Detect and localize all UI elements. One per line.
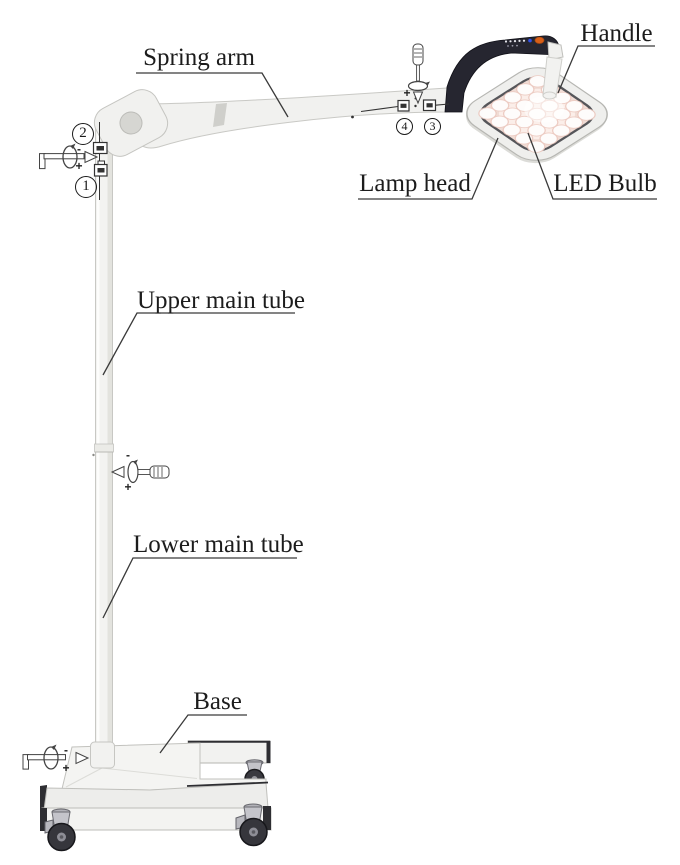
callout-screw-2: 2 — [72, 123, 94, 145]
label-handle: Handle — [580, 20, 653, 47]
caster-wheel-left — [44, 808, 76, 852]
lamp-head — [466, 67, 608, 164]
handle[interactable] — [542, 41, 564, 100]
label-led-bulb: LED Bulb — [553, 170, 657, 197]
leader-base — [159, 714, 247, 754]
power-button[interactable] — [534, 36, 545, 44]
direction-arrow-icon — [412, 91, 424, 105]
label-lower-main-tube: Lower main tube — [133, 531, 304, 558]
label-base: Base — [193, 688, 242, 715]
leader-led-bulb — [527, 132, 657, 200]
label-upper-main-tube: Upper main tube — [137, 287, 306, 314]
adjust-screws-right — [360, 97, 450, 113]
screwdriver-icon: - + — [110, 448, 170, 494]
base-assembly — [40, 740, 272, 852]
callout-screw-4: 4 — [396, 118, 413, 135]
leader-upper-main-tube — [102, 312, 295, 376]
pivot-joint — [93, 89, 169, 157]
screwdriver-icon: + — [403, 43, 430, 105]
direction-arrow-icon — [110, 465, 125, 479]
label-lamp-head: Lamp head — [359, 170, 471, 197]
tighten-mark: + — [75, 159, 82, 173]
leader-lamp-head — [358, 137, 499, 200]
callout-screw-3: 3 — [424, 118, 441, 135]
leader-lower-main-tube — [102, 557, 297, 619]
adjust-screw-4[interactable] — [397, 99, 410, 112]
label-spring-arm: Spring arm — [143, 44, 255, 71]
control-panel — [504, 36, 545, 47]
rotation-arrow-icon — [407, 80, 429, 92]
allen-key-icon: - + — [39, 142, 99, 173]
indicator-light — [528, 38, 532, 43]
adjust-screw-3[interactable] — [422, 99, 437, 112]
adjust-screws-left — [92, 122, 108, 200]
base-front-face — [43, 782, 269, 811]
allen-key-icon: - + — [22, 743, 90, 775]
loosen-mark: - — [77, 142, 81, 156]
adjust-screw-1[interactable] — [93, 160, 108, 177]
tighten-mark: + — [403, 86, 410, 100]
yoke-arm — [444, 35, 560, 113]
direction-arrow-icon — [84, 150, 99, 164]
tighten-mark: + — [62, 761, 69, 775]
leader-lines — [102, 45, 657, 754]
led-array — [478, 75, 596, 153]
loosen-mark: - — [126, 448, 130, 462]
arm-ring — [213, 103, 227, 127]
main-tube — [92, 127, 114, 749]
tube-joint — [92, 443, 114, 457]
callout-screw-1: 1 — [75, 176, 97, 198]
loosen-mark: - — [64, 743, 68, 757]
direction-arrow-icon — [75, 751, 90, 765]
leader-handle — [557, 45, 655, 94]
caster-wheel-right — [235, 803, 268, 847]
adjust-screw-2[interactable] — [92, 141, 108, 155]
spring-arm — [137, 87, 448, 149]
leader-spring-arm — [136, 72, 289, 118]
tighten-mark: + — [124, 480, 131, 494]
tube-socket — [90, 741, 115, 769]
